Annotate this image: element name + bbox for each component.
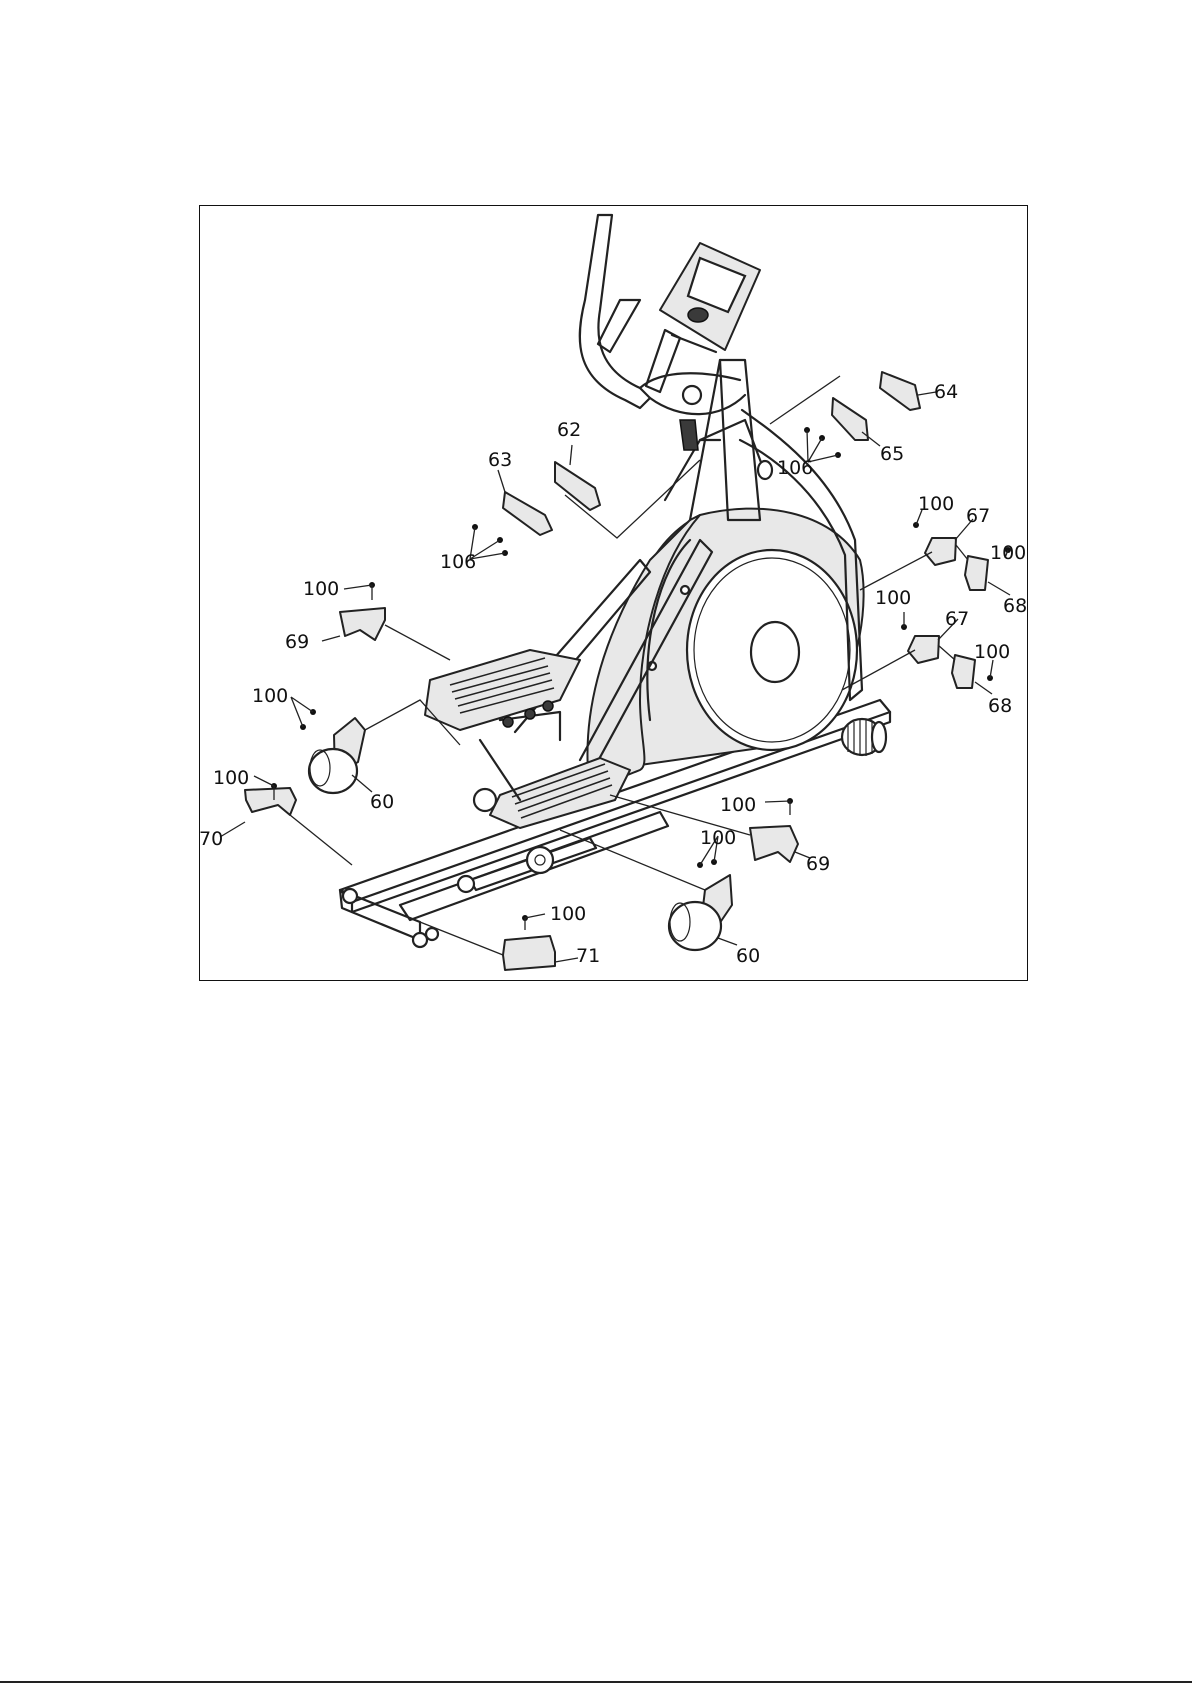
label-100-bottom: 100 [550,903,586,925]
label-100-lower-right: 100 [974,641,1010,663]
label-68-upper: 68 [1003,595,1027,617]
label-63: 63 [488,449,512,471]
label-65: 65 [880,443,904,465]
label-60-left: 60 [370,791,394,813]
label-100-center-right: 100 [720,794,756,816]
page-bottom-rule [0,1681,1192,1683]
label-100-left-top: 100 [303,578,339,600]
label-106-left: 106 [440,551,476,573]
label-100-upper-right: 100 [990,542,1026,564]
label-100-left-low: 100 [213,767,249,789]
label-69-right: 69 [806,853,830,875]
label-70: 70 [199,828,223,850]
label-71: 71 [576,945,600,967]
label-100-bottom-right: 100 [700,827,736,849]
label-100-top: 100 [918,493,954,515]
label-67-lower: 67 [945,608,969,630]
transport-wheel [842,719,886,756]
label-69-left: 69 [285,631,309,653]
label-100-mid-right: 100 [875,587,911,609]
label-100-left-mid: 100 [252,685,288,707]
main-housing [588,509,864,790]
label-60-right: 60 [736,945,760,967]
label-106-right: 106 [777,457,813,479]
label-64: 64 [934,381,958,403]
label-62: 62 [557,419,581,441]
label-67-upper: 67 [966,505,990,527]
label-68-lower: 68 [988,695,1012,717]
